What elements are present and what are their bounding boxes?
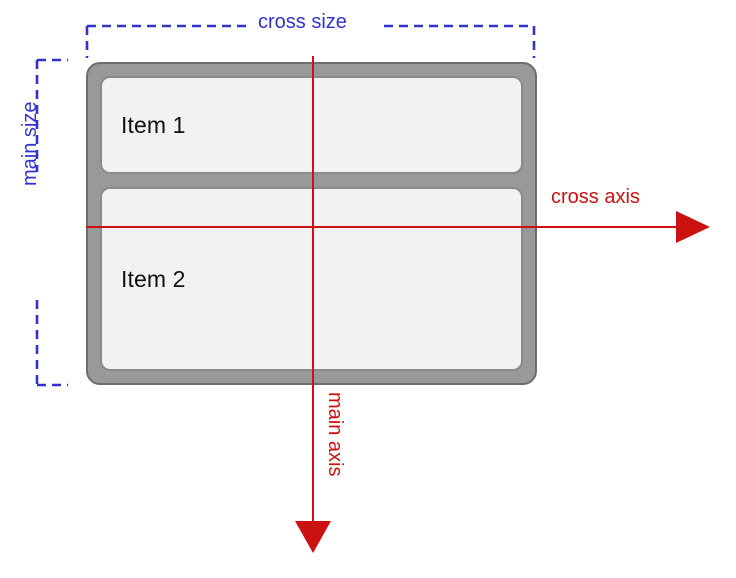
flex-item-2-label: Item 2: [121, 265, 186, 292]
main-axis-arrowhead: [295, 521, 331, 553]
flex-item-2: Item 2: [100, 187, 523, 371]
flex-item-1: Item 1: [100, 76, 523, 174]
cross-axis-label: cross axis: [551, 186, 640, 208]
main-axis-label: main axis: [324, 392, 346, 477]
cross-axis-arrowhead: [676, 211, 710, 243]
flex-item-1-label: Item 1: [121, 111, 186, 138]
main-size-label: main size: [19, 101, 41, 186]
cross-size-label: cross size: [258, 11, 347, 33]
flex-container: Item 1 Item 2: [86, 62, 537, 385]
